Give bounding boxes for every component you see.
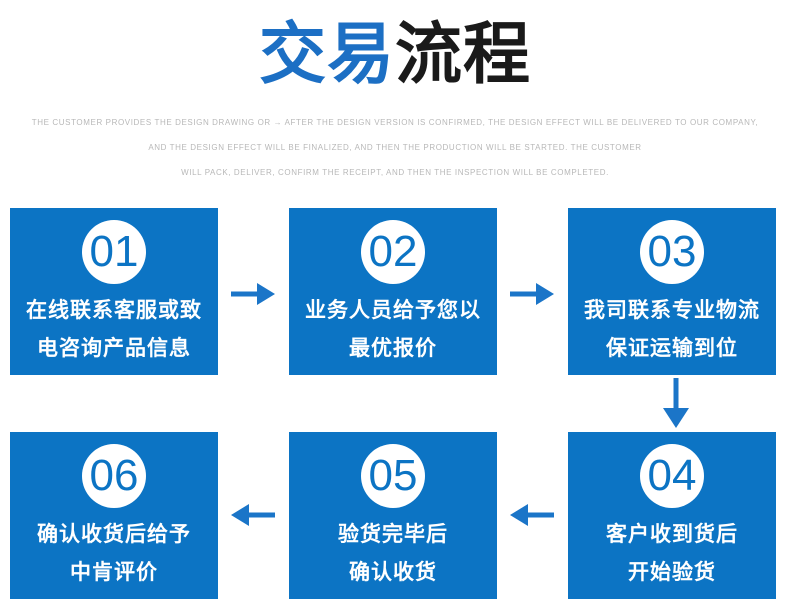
- step-number-badge: 06: [82, 444, 146, 508]
- step-description: 我司联系专业物流 保证运输到位: [568, 292, 776, 368]
- step-description-line2: 确认收货: [349, 561, 437, 584]
- step-number-badge: 05: [361, 444, 425, 508]
- step-description-line1: 确认收货后给予: [37, 523, 191, 546]
- subtitle-line-1: THE CUSTOMER PROVIDES THE DESIGN DRAWING…: [31, 118, 759, 127]
- step-description: 业务人员给予您以 最优报价: [289, 292, 497, 368]
- step-box-05: 05 验货完毕后 确认收货: [289, 432, 497, 599]
- page-title: 交易流程: [0, 12, 790, 98]
- arrow-left-step4-to-step5-icon: [510, 501, 554, 529]
- step-description-line2: 电咨询产品信息: [37, 337, 191, 360]
- step-description-line1: 业务人员给予您以: [305, 299, 481, 322]
- subtitle-line-2: AND THE DESIGN EFFECT WILL BE FINALIZED,…: [148, 143, 642, 152]
- step-description: 验货完毕后 确认收货: [289, 516, 497, 592]
- step-description: 客户收到货后 开始验货: [568, 516, 776, 592]
- step-description-line1: 验货完毕后: [338, 523, 448, 546]
- step-description-line1: 在线联系客服或致: [26, 299, 202, 322]
- step-number-badge: 03: [640, 220, 704, 284]
- step-box-02: 02 业务人员给予您以 最优报价: [289, 208, 497, 375]
- step-description-line1: 我司联系专业物流: [584, 299, 760, 322]
- step-box-04: 04 客户收到货后 开始验货: [568, 432, 776, 599]
- step-description-line2: 保证运输到位: [606, 337, 738, 360]
- arrow-down-step3-to-step4-icon: [658, 378, 694, 428]
- page-title-black-part: 流程: [395, 17, 531, 92]
- step-description: 在线联系客服或致 电咨询产品信息: [10, 292, 218, 368]
- arrow-right-step2-to-step3-icon: [510, 280, 554, 308]
- subtitle-line-3: WILL PACK, DELIVER, CONFIRM THE RECEIPT,…: [181, 168, 609, 177]
- step-box-06: 06 确认收货后给予 中肯评价: [10, 432, 218, 599]
- step-description-line1: 客户收到货后: [606, 523, 738, 546]
- step-box-03: 03 我司联系专业物流 保证运输到位: [568, 208, 776, 375]
- step-box-01: 01 在线联系客服或致 电咨询产品信息: [10, 208, 218, 375]
- step-description-line2: 最优报价: [349, 337, 437, 360]
- step-number-badge: 04: [640, 444, 704, 508]
- step-number-badge: 02: [361, 220, 425, 284]
- step-description: 确认收货后给予 中肯评价: [10, 516, 218, 592]
- page-title-blue-part: 交易: [259, 17, 395, 92]
- arrow-right-step1-to-step2-icon: [231, 280, 275, 308]
- step-description-line2: 中肯评价: [70, 561, 158, 584]
- step-number-badge: 01: [82, 220, 146, 284]
- step-description-line2: 开始验货: [628, 561, 716, 584]
- arrow-left-step5-to-step6-icon: [231, 501, 275, 529]
